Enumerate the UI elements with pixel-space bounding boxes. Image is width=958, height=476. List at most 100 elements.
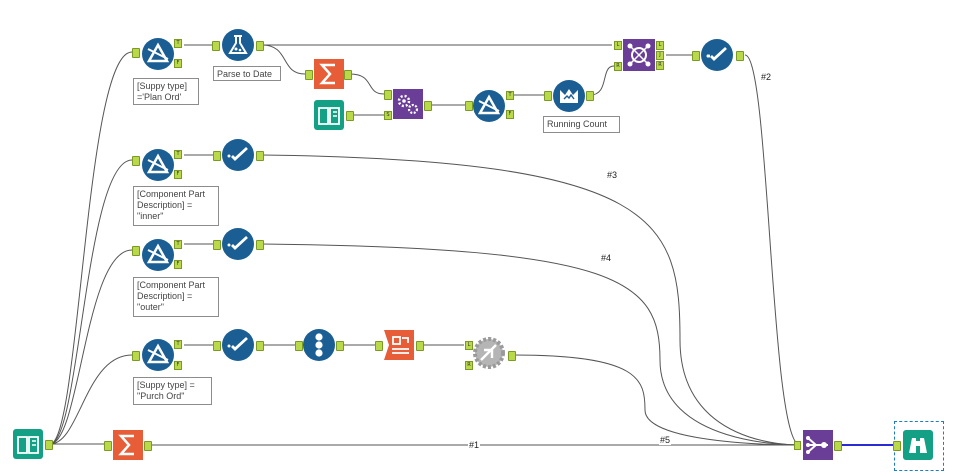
crosstab-icon [384, 330, 414, 360]
right-anchor[interactable]: R [614, 62, 622, 71]
formula-tool-parse-date[interactable] [221, 28, 255, 62]
filter-icon [142, 239, 174, 271]
filter-tool-purch-ord[interactable] [141, 338, 175, 372]
gear-icon [393, 89, 423, 119]
output-anchor[interactable] [508, 351, 516, 361]
union-tool[interactable] [802, 429, 834, 461]
select-tool-outer[interactable] [221, 227, 255, 261]
summarize-tool-top[interactable] [313, 58, 345, 90]
annotation-parse-date: Parse to Date [213, 66, 281, 81]
source-anchor[interactable]: S [384, 111, 392, 120]
output-anchor[interactable] [45, 440, 53, 450]
false-anchor[interactable]: F [174, 59, 182, 68]
filter-tool-outer[interactable] [141, 238, 175, 272]
select-tool-purch[interactable] [221, 328, 255, 362]
input-tool-top[interactable] [313, 99, 345, 131]
browse-tool[interactable] [902, 429, 934, 461]
input-anchor[interactable] [132, 246, 140, 256]
input-anchor[interactable] [213, 151, 221, 161]
wire-select-outer-to-union-4 [261, 243, 801, 446]
input-anchor[interactable] [213, 240, 221, 250]
crosstab-tool[interactable] [383, 329, 415, 361]
true-anchor[interactable]: T [506, 91, 514, 100]
input-anchor[interactable] [132, 351, 140, 361]
output-anchor[interactable] [416, 341, 424, 351]
formula-flask-icon [222, 29, 254, 61]
join-tool[interactable] [622, 38, 656, 72]
right-anchor[interactable]: R [465, 361, 473, 370]
true-anchor[interactable]: T [174, 150, 182, 159]
input-anchor[interactable] [132, 156, 140, 166]
input-anchor-t[interactable] [384, 90, 392, 100]
right-output-anchor[interactable]: R [656, 61, 664, 70]
output-anchor[interactable] [256, 341, 264, 351]
annotation-plan-ord: [Suppy type] ='Plan Ord' [133, 78, 199, 105]
input-anchor[interactable] [104, 441, 112, 451]
input-anchor[interactable] [692, 51, 700, 61]
output-anchor[interactable] [736, 51, 744, 61]
select-tool-output[interactable] [700, 38, 734, 72]
input-anchor[interactable] [212, 41, 220, 51]
left-output-anchor[interactable]: L [656, 41, 664, 50]
annotation-inner: [Component Part Description] = "inner" [133, 186, 219, 226]
wire-select-inner-to-union-3 [261, 154, 801, 446]
annotation-purch-ord: [Suppy type] = "Purch Ord" [133, 377, 212, 405]
record-id-tool[interactable] [302, 328, 336, 362]
input-anchor[interactable] [295, 341, 303, 351]
input-book-icon [314, 100, 344, 130]
macro-tool[interactable] [392, 88, 424, 120]
wire-input-to-filter-inner [49, 159, 133, 445]
output-anchor[interactable] [344, 70, 352, 80]
wire-disabled-to-union-5 [513, 354, 801, 446]
annotation-outer: [Component Part Description] = "outer" [133, 277, 219, 317]
browse-binoculars-icon [903, 430, 933, 460]
filter-tool-inner[interactable] [141, 148, 175, 182]
select-tool-inner[interactable] [221, 138, 255, 172]
output-anchor[interactable] [336, 341, 344, 351]
output-anchor[interactable] [834, 441, 842, 451]
select-checkmark-icon [222, 228, 254, 260]
running-count-tool[interactable] [552, 79, 586, 113]
connection-label-1: #1 [468, 440, 481, 450]
true-anchor[interactable]: T [174, 39, 182, 48]
output-anchor[interactable] [256, 41, 264, 51]
crown-icon [553, 80, 585, 112]
output-anchor[interactable] [256, 151, 264, 161]
connection-label-4: #4 [600, 253, 613, 263]
join-output-anchor[interactable]: J [656, 51, 664, 60]
input-anchor[interactable] [305, 70, 313, 80]
filter-tool-middle[interactable] [472, 89, 506, 123]
left-anchor[interactable]: L [465, 341, 473, 350]
false-anchor[interactable]: F [174, 361, 182, 370]
input-anchor[interactable] [465, 101, 473, 111]
wire-input-to-filter-plan [49, 51, 133, 445]
input-anchor[interactable] [213, 341, 221, 351]
false-anchor[interactable]: F [506, 110, 514, 119]
input-tool-main[interactable] [12, 428, 44, 460]
input-anchor[interactable] [893, 441, 901, 451]
output-anchor[interactable] [256, 240, 264, 250]
disabled-tool[interactable] [472, 336, 506, 370]
true-anchor[interactable]: T [174, 340, 182, 349]
join-icon [623, 39, 655, 71]
false-anchor[interactable]: F [174, 260, 182, 269]
input-book-icon [13, 429, 43, 459]
left-anchor[interactable]: L [614, 41, 622, 50]
filter-tool-plan-ord[interactable] [141, 37, 175, 71]
union-input-anchor[interactable] [794, 441, 801, 450]
false-anchor[interactable]: F [174, 170, 182, 179]
select-checkmark-icon [222, 329, 254, 361]
input-anchor[interactable] [544, 91, 552, 101]
true-anchor[interactable]: T [174, 240, 182, 249]
output-anchor[interactable] [424, 101, 432, 111]
select-checkmark-icon [701, 39, 733, 71]
output-anchor[interactable] [144, 441, 152, 451]
summarize-tool-bottom[interactable] [112, 429, 144, 461]
output-anchor[interactable] [346, 111, 354, 121]
connection-label-5: #5 [659, 435, 672, 445]
output-anchor[interactable] [586, 91, 594, 101]
record-id-icon [303, 329, 335, 361]
input-anchor[interactable] [132, 48, 140, 58]
input-anchor[interactable] [375, 341, 383, 351]
